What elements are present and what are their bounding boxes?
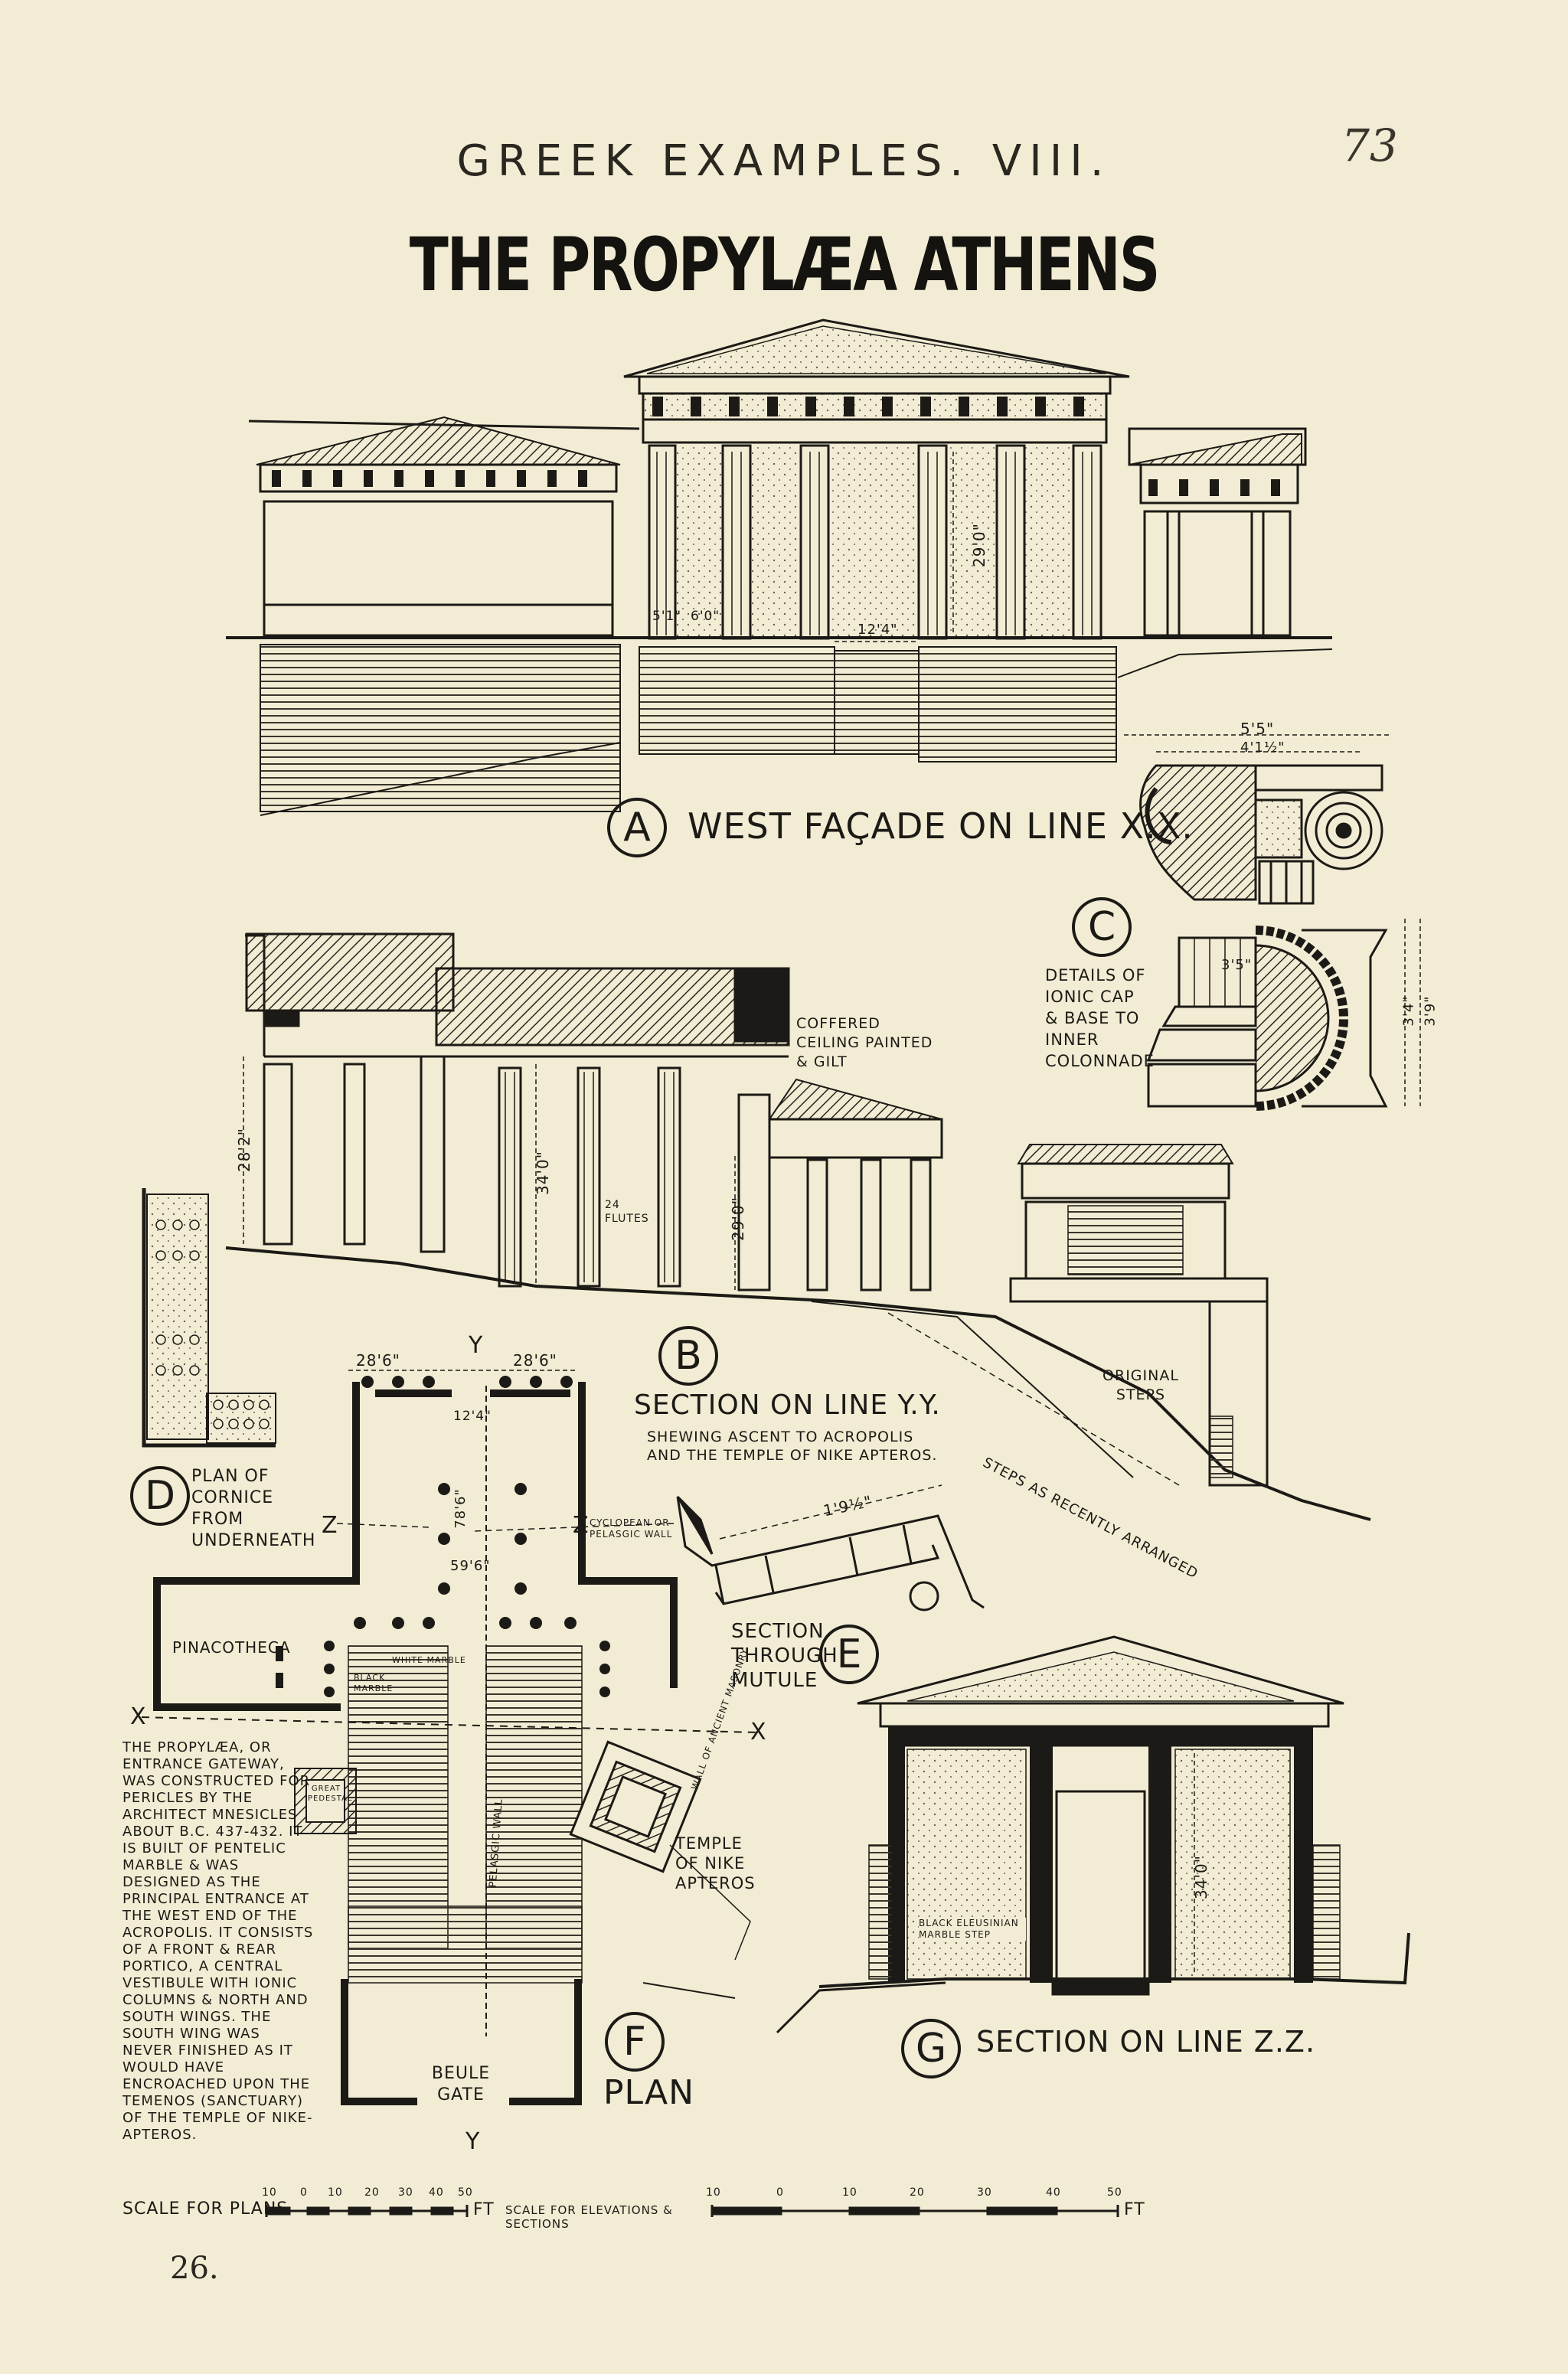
dim-b-h1: 28'2" (234, 1128, 253, 1172)
dim-f-passage: 12'4" (453, 1409, 492, 1424)
doric-columns (648, 444, 1102, 640)
scale-elev-tick: 0 (776, 2186, 784, 2199)
dim-f-span: 59'6" (450, 1558, 491, 1574)
plan-marker-z-left: Z (322, 1512, 338, 1539)
scale-plans-tick: 10 (262, 2186, 277, 2199)
scale-elev-tick: 10 (842, 2186, 858, 2199)
dim-f-right: 28'6" (513, 1351, 557, 1370)
ground-plan (141, 1370, 759, 2105)
section-y-y (225, 932, 1371, 1521)
dim-c-h2: 3'9" (1422, 995, 1439, 1027)
dim-c-inner: 4'1½" (1240, 740, 1285, 756)
scale-elev-tick: 40 (1046, 2186, 1061, 2199)
note-original-steps: ORIGINAL STEPS (1102, 1367, 1179, 1403)
marker-a: A (607, 798, 667, 857)
page-header: GREEK EXAMPLES. VIII. (456, 136, 1112, 186)
scale-plans-unit: FT (473, 2200, 495, 2219)
dim-c-h1: 3'4" (1400, 995, 1417, 1027)
scale-plans-tick: 0 (300, 2186, 308, 2199)
footer-number: 26. (170, 2251, 219, 2286)
plan-columns (276, 1376, 610, 1697)
dim-g-height: 34'0" (1191, 1855, 1210, 1899)
marker-g: G (901, 2019, 961, 2078)
plan-marker-y-top: Y (469, 1332, 484, 1359)
dim-a-height: 29'0" (969, 523, 988, 567)
cornice-plan (142, 1188, 276, 1448)
caption-mutule: SECTION THROUGH MUTULE (731, 1620, 838, 1692)
caption-ionic-details: DETAILS OF IONIC CAP & BASE TO INNER COL… (1045, 966, 1155, 1070)
dim-a-col: 5'1" (652, 609, 682, 624)
label-white-marble: WHITE MARBLE (392, 1655, 466, 1665)
scale-elev-tick: 30 (977, 2186, 992, 2199)
scale-plans-tick: 50 (458, 2186, 473, 2199)
dim-c-width: 5'5" (1240, 720, 1275, 738)
label-beule-gate: BEULE GATE (431, 2064, 491, 2105)
description-text: THE PROPYLÆA, OR ENTRANCE GATEWAY, WAS C… (122, 1739, 314, 2143)
dim-a-opening: 12'4" (858, 622, 898, 638)
dim-b-h2: 34'0" (533, 1151, 552, 1195)
note-24-flutes: 24 FLUTES (605, 1199, 649, 1225)
marker-d: D (130, 1466, 190, 1526)
triglyphs (652, 397, 1084, 416)
plan-marker-x-left: X (130, 1703, 147, 1730)
dim-c-base: 3'5" (1221, 957, 1253, 973)
note-coffered-ceiling: COFFERED CEILING PAINTED & GILT (796, 1015, 933, 1070)
west-facade-elevation (226, 318, 1333, 816)
scale-plans-tick: 20 (364, 2186, 380, 2199)
dim-b-h3: 29'0" (728, 1197, 747, 1241)
sheet-title: THE PROPYLÆA ATHENS (409, 222, 1161, 308)
scale-elev-unit: FT (1124, 2200, 1145, 2219)
scale-elev-tick: 10 (706, 2186, 721, 2199)
scale-bars (265, 2205, 1119, 2217)
dim-a-gap: 6'0" (691, 609, 720, 624)
note-black-eleusinian: BLACK ELEUSINIAN MARBLE STEP (919, 1918, 1026, 1941)
plan-marker-x-right: X (750, 1719, 767, 1745)
scale-plans-label: SCALE FOR PLANS (122, 2199, 289, 2219)
ionic-base-detail (1146, 919, 1421, 1111)
scale-elev-tick: 50 (1107, 2186, 1122, 2199)
subcaption-section-yy: SHEWING ASCENT TO ACROPOLIS AND THE TEMP… (647, 1429, 938, 1464)
label-great-pedestal: GREAT PEDESTAL (308, 1785, 353, 1803)
marker-f: F (605, 2012, 665, 2072)
mutule-section (676, 1484, 985, 1612)
marker-c: C (1072, 897, 1132, 957)
label-cyclopean-wall: CYCLOPEAN OR PELASGIC WALL (590, 1517, 673, 1540)
scale-plans-tick: 30 (398, 2186, 413, 2199)
dim-f-left: 28'6" (356, 1351, 400, 1370)
plan-marker-z-right: Z (573, 1512, 590, 1539)
scale-plans-tick: 40 (429, 2186, 444, 2199)
marker-b: B (658, 1326, 718, 1386)
caption-section-zz: SECTION ON LINE Z.Z. (976, 2025, 1316, 2059)
caption-plan: PLAN (603, 2073, 695, 2112)
ionic-capital-detail (1124, 734, 1392, 905)
plan-marker-y-bottom: Y (466, 2128, 481, 2155)
caption-west-facade: WEST FAÇADE ON LINE X.X. (688, 805, 1194, 847)
marker-e: E (819, 1625, 879, 1684)
label-pinacotheca: PINACOTHECA (172, 1638, 291, 1657)
scale-elevations-label: SCALE FOR ELEVATIONS & SECTIONS (505, 2203, 673, 2231)
caption-cornice-plan: PLAN OF CORNICE FROM UNDERNEATH (191, 1467, 316, 1550)
section-z-z (776, 1635, 1410, 2034)
dim-f-depth: 78'6" (452, 1488, 469, 1529)
scale-elev-tick: 20 (910, 2186, 925, 2199)
label-temple-nike: TEMPLE OF NIKE APTEROS (675, 1834, 756, 1892)
label-black-marble: BLACK MARBLE (354, 1673, 394, 1693)
caption-section-yy: SECTION ON LINE Y.Y. (634, 1389, 941, 1421)
page-number: 73 (1341, 119, 1398, 171)
scale-plans-tick: 10 (328, 2186, 343, 2199)
